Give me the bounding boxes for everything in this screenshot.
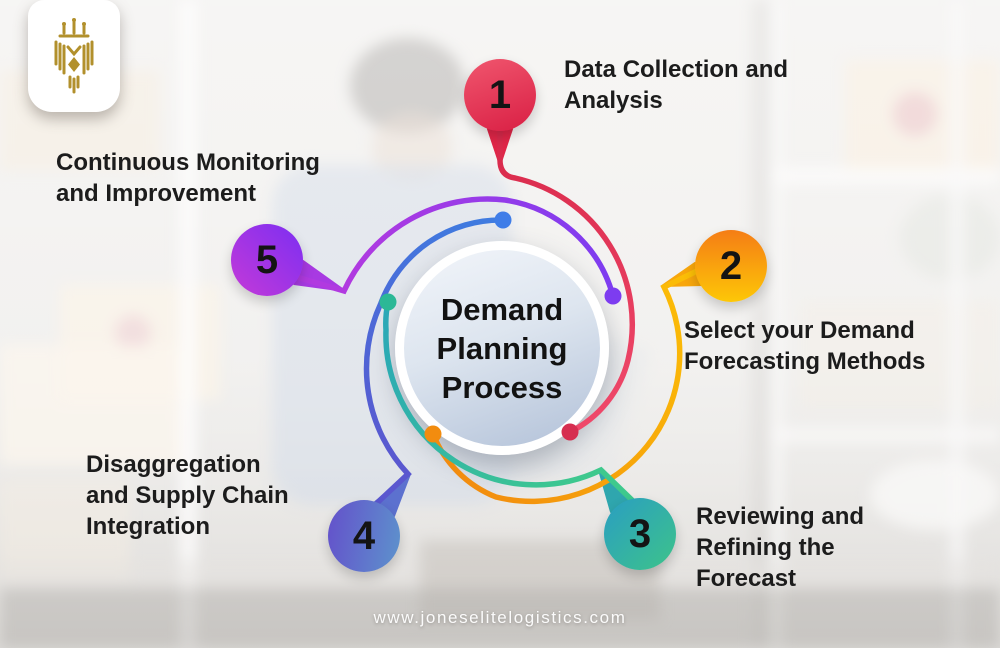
brand-logo — [28, 0, 120, 112]
step-4-number: 4 — [352, 513, 376, 558]
step-4-marker: 4 — [328, 500, 400, 572]
step-2-number: 2 — [719, 243, 743, 288]
step-3-label: Reviewing and Refining the Forecast — [696, 503, 865, 592]
process-center-circle: Demand Planning Process — [395, 241, 609, 455]
step-3-number: 3 — [628, 511, 652, 556]
step-3-connector-line — [383, 299, 639, 507]
step-1-label: Data Collection and Analysis — [564, 56, 789, 114]
step-2-label: Select your Demand Forecasting Methods — [684, 317, 926, 375]
step-1-marker: 1 — [464, 59, 536, 131]
step-1-connector-line — [497, 123, 635, 435]
step-1-end-dot — [561, 423, 579, 441]
step-2-marker: 2 — [695, 230, 767, 302]
step-2-connector-line — [430, 268, 700, 505]
step-4-label: Disaggregation and Supply Chain Integrat… — [86, 451, 289, 540]
jones-elite-logistics-crest-icon — [54, 18, 94, 94]
step-5-marker: 5 — [231, 224, 303, 296]
step-5-connector-line — [297, 196, 616, 299]
step-5-number: 5 — [255, 237, 279, 282]
step-5-end-dot — [604, 287, 622, 305]
step-3-marker: 3 — [604, 498, 676, 570]
website-url: www.joneselitelogistics.com — [373, 608, 627, 627]
step-1-number: 1 — [488, 72, 512, 117]
step-5-label: Continuous Monitoring and Improvement — [56, 149, 320, 207]
step-4-end-dot — [494, 211, 512, 229]
step-3-end-dot — [379, 293, 397, 311]
process-title: Demand Planning Process — [436, 291, 568, 405]
step-2-end-dot — [424, 425, 442, 443]
